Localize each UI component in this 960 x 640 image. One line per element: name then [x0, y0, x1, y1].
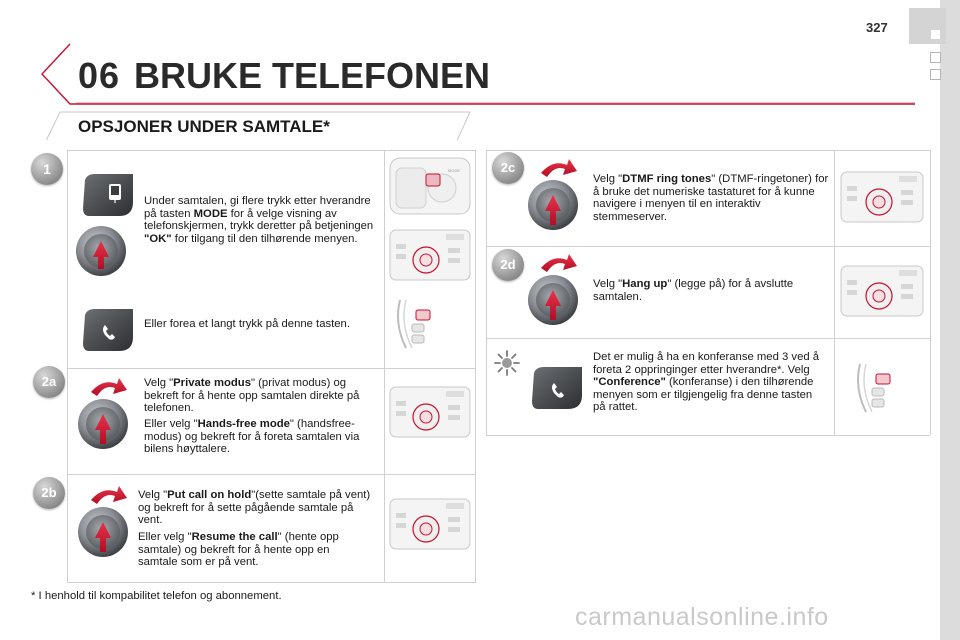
footnote: * I henhold til kompabilitet telefon og …	[31, 590, 282, 602]
step-2b-text-2: Eller velg "Resume the call" (hente opp …	[138, 531, 339, 569]
step-badge: 1	[31, 153, 63, 185]
steering-button-phone-icon	[83, 309, 133, 351]
divider	[486, 435, 930, 436]
sun-icon	[494, 350, 520, 376]
console-ok-illustration	[389, 498, 471, 550]
divider	[486, 338, 930, 339]
chapter-number: 06	[78, 55, 121, 96]
divider	[67, 474, 475, 475]
step-2c-text: Velg "DTMF ring tones" (DTMF-ringetoner)…	[593, 173, 829, 223]
watermark: carmanualsonline.info	[575, 603, 829, 631]
divider	[67, 150, 475, 151]
ok-knob-press-icon	[76, 226, 126, 276]
console-ok-illustration	[840, 265, 924, 317]
console-ok-illustration	[840, 171, 924, 223]
divider	[67, 582, 475, 583]
step-1-alt-text: Eller forea et langt trykk på denne tast…	[144, 318, 350, 330]
divider	[67, 150, 68, 583]
page-tab	[909, 8, 946, 44]
section-title: OPSJONER UNDER SAMTALE*	[78, 117, 330, 136]
divider	[67, 368, 475, 369]
divider	[930, 150, 931, 435]
steering-button-mode-icon	[83, 174, 133, 216]
tip-conference-text: Det er mulig å ha en konferanse med 3 ve…	[593, 351, 820, 414]
chapter-title: BRUKE TELEFONEN	[134, 55, 491, 96]
steering-wheel-illustration	[857, 363, 891, 413]
step-badge: 2d	[492, 249, 524, 281]
rotate-then-press-knob-icon	[528, 254, 578, 325]
divider	[834, 150, 835, 435]
step-badge: 2c	[492, 152, 524, 184]
rotate-then-press-knob-icon	[78, 378, 128, 449]
console-ok-illustration	[389, 386, 471, 438]
svg-text:MODE: MODE	[448, 168, 460, 173]
console-mode-illustration: MODE	[389, 157, 471, 215]
divider	[486, 150, 930, 151]
header-decoration	[41, 43, 915, 140]
steering-button-phone-icon	[532, 367, 582, 409]
step-2d-text: Velg "Hang up" (legge på) for å avslutte…	[593, 278, 794, 303]
steering-wheel-illustration	[397, 299, 431, 349]
chapter-tab-marker	[930, 69, 941, 80]
rotate-then-press-knob-icon	[528, 159, 578, 230]
step-2b-text-1: Velg "Put call on hold"(sette samtale på…	[138, 489, 371, 527]
step-badge: 2a	[33, 366, 65, 398]
step-2a-text-1: Velg "Private modus" (privat modus) og b…	[144, 377, 360, 415]
step-badge: 2b	[33, 477, 65, 509]
rotate-then-press-knob-icon	[78, 486, 128, 557]
step-1-text: Under samtalen, gi flere trykk etter hve…	[144, 195, 374, 245]
chapter-tab-marker	[930, 52, 941, 63]
divider	[486, 246, 930, 247]
step-2a-text-2: Eller velg "Hands-free mode" (handsfree-…	[144, 418, 360, 456]
divider	[475, 150, 476, 583]
side-strip	[940, 0, 960, 640]
page-number: 327	[866, 20, 888, 35]
divider	[486, 150, 487, 435]
console-ok-illustration	[389, 229, 471, 281]
divider	[384, 150, 385, 583]
